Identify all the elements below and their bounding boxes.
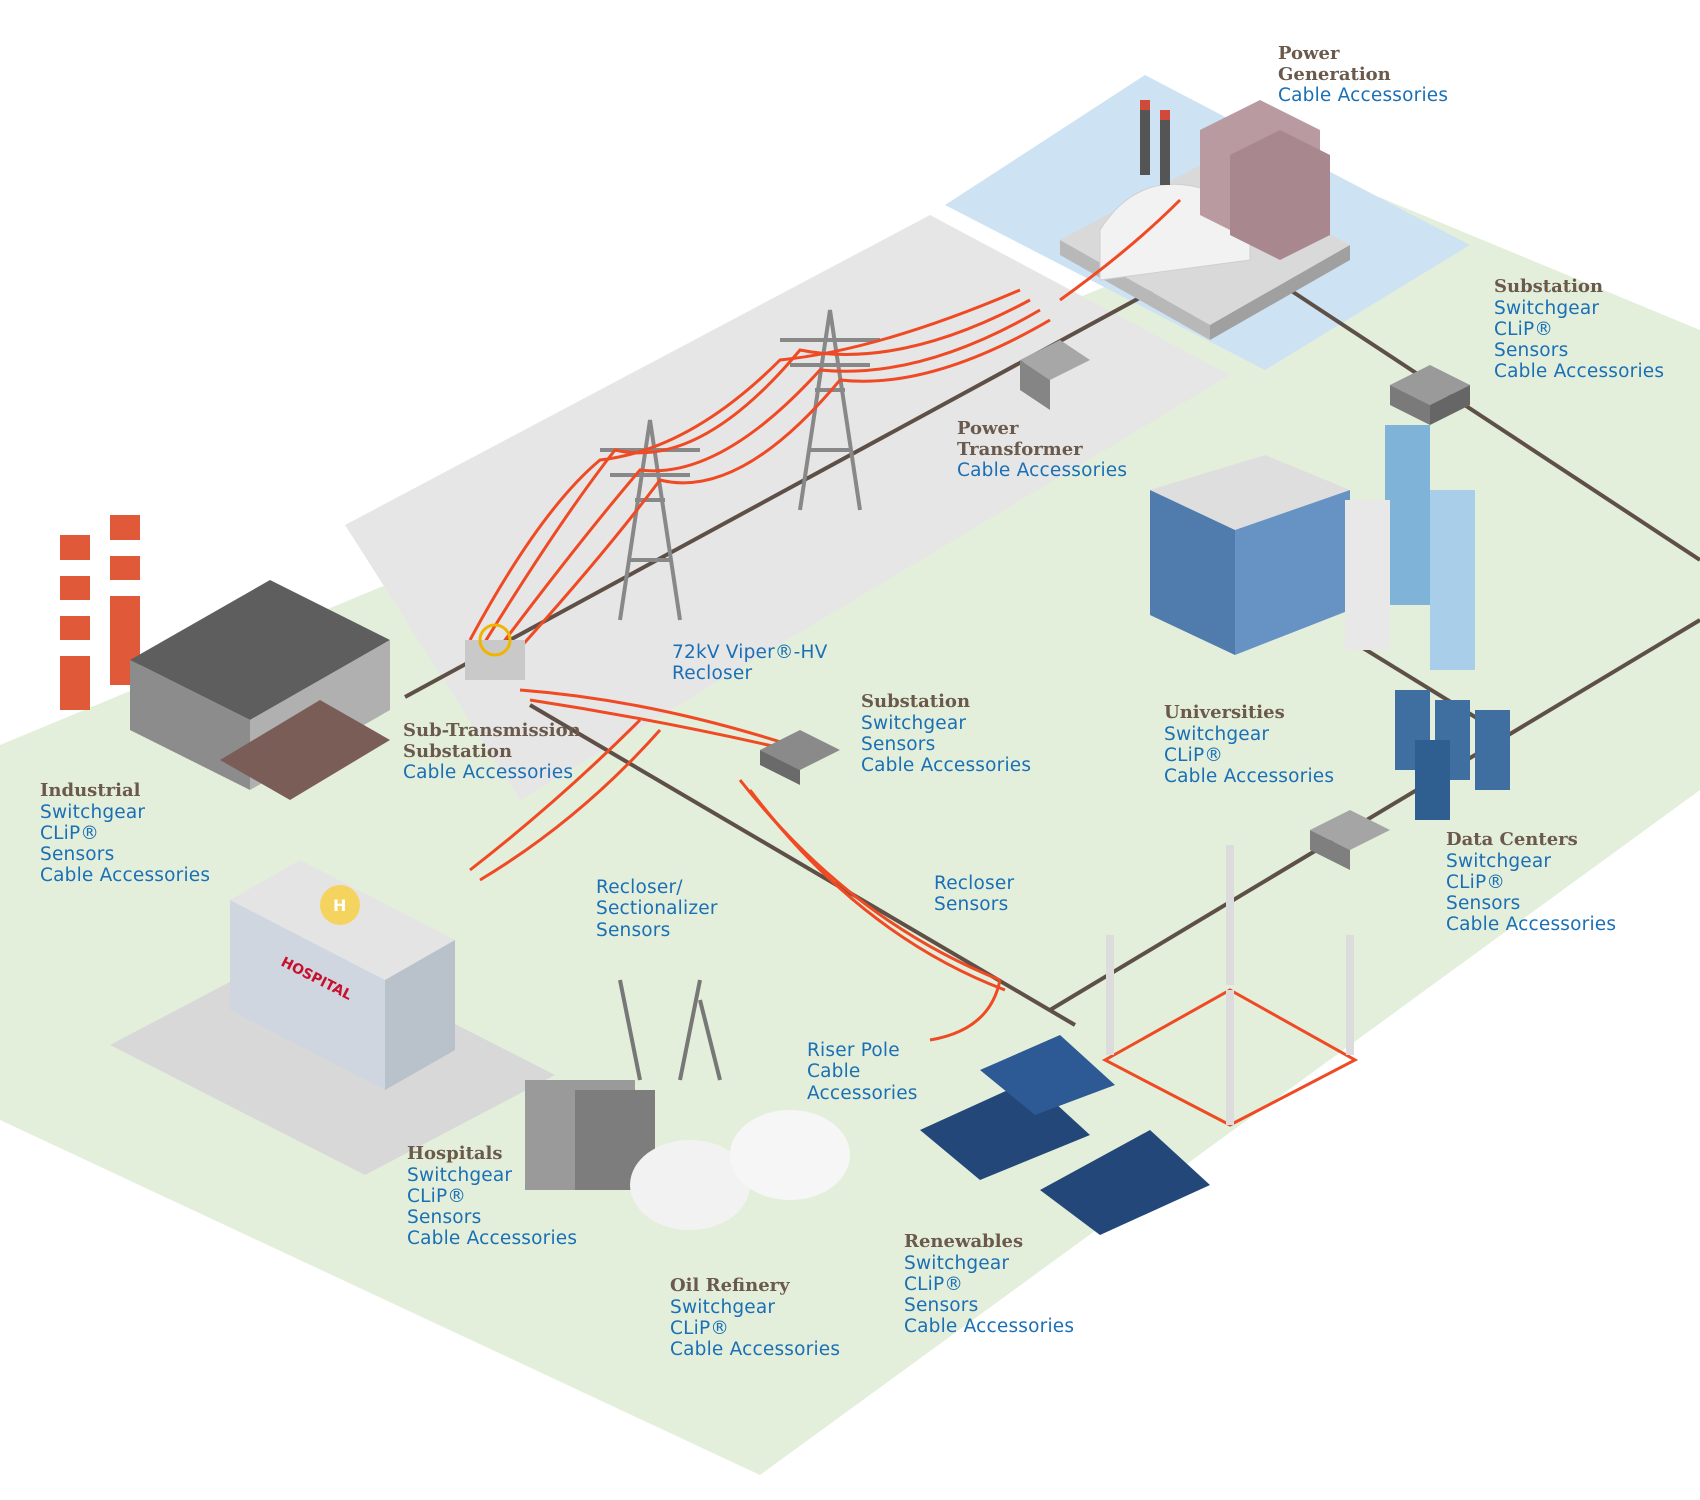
hospitals-item-3: Sensors [407, 1207, 482, 1229]
label-data-centers: Data Centers Switchgear CLiP® Sensors Ca… [1446, 829, 1617, 936]
substation-top-item-1: Switchgear [1494, 297, 1600, 319]
hospitals-item-4: Cable Accessories [407, 1228, 578, 1250]
label-oil-refinery: Oil Refinery Switchgear CLiP® Cable Acce… [670, 1275, 841, 1361]
oil-refinery-item-1: Switchgear [670, 1296, 776, 1318]
sub-transmission-title-1: Sub-Transmission [403, 720, 581, 741]
riser-pole-item-3: Accessories [807, 1082, 918, 1104]
data-center-racks [1395, 690, 1510, 820]
renewables-item-1: Switchgear [904, 1252, 1010, 1274]
hospitals-item-1: Switchgear [407, 1164, 513, 1186]
label-recloser-sensors: Recloser Sensors [934, 873, 1014, 916]
power-transformer-item-1: Cable Accessories [957, 460, 1128, 482]
recloser-sectionalizer-item-2: Sectionalizer [596, 898, 718, 920]
substation-mid-item-2: Sensors [861, 733, 936, 755]
substation-top-item-4: Cable Accessories [1494, 361, 1665, 383]
substation-datacenter-box [1310, 810, 1390, 870]
university-buildings [1150, 425, 1475, 670]
substation-top-box [1390, 365, 1470, 425]
data-centers-item-1: Switchgear [1446, 850, 1552, 872]
universities-item-2: CLiP® [1164, 744, 1224, 766]
label-sub-transmission: Sub-Transmission Substation Cable Access… [403, 720, 581, 784]
universities-title: Universities [1164, 702, 1285, 723]
viper-recloser-item-2: Recloser [672, 663, 753, 685]
industrial-item-1: Switchgear [40, 801, 146, 823]
label-power-generation: Power Generation Cable Accessories [1278, 43, 1449, 107]
substation-top-title: Substation [1494, 276, 1604, 297]
label-universities: Universities Switchgear CLiP® Cable Acce… [1164, 702, 1335, 788]
substation-mid-title: Substation [861, 691, 971, 712]
data-centers-item-3: Sensors [1446, 893, 1521, 915]
wind-turbines [1106, 845, 1354, 1125]
recloser-sensors-item-2: Sensors [934, 894, 1009, 916]
hospital-building: H HOSPITAL [110, 860, 555, 1175]
label-riser-pole: Riser Pole Cable Accessories [807, 1040, 918, 1104]
oil-refinery-item-2: CLiP® [670, 1317, 730, 1339]
renewables-item-4: Cable Accessories [904, 1316, 1075, 1338]
hospitals-item-2: CLiP® [407, 1185, 467, 1207]
power-generation-item-1: Cable Accessories [1278, 85, 1449, 107]
data-centers-item-2: CLiP® [1446, 871, 1506, 893]
power-generation-title-2: Generation [1278, 63, 1391, 85]
universities-item-3: Cable Accessories [1164, 766, 1335, 788]
label-renewables: Renewables Switchgear CLiP® Sensors Cabl… [904, 1231, 1075, 1338]
viper-recloser-item-1: 72kV Viper®-HV [672, 642, 828, 663]
recloser-sectionalizer-item-1: Recloser/ [596, 877, 683, 898]
industrial-item-4: Cable Accessories [40, 865, 211, 887]
label-substation-top: Substation Switchgear CLiP® Sensors Cabl… [1494, 276, 1665, 383]
sub-transmission-title-2: Substation [403, 740, 513, 762]
substation-mid-item-1: Switchgear [861, 712, 967, 734]
recloser-sensors-item-1: Recloser [934, 873, 1015, 894]
substation-mid-item-3: Cable Accessories [861, 755, 1032, 777]
recloser-sectionalizer-item-3: Sensors [596, 919, 671, 941]
renewables-title: Renewables [904, 1231, 1024, 1252]
power-transformer-title-1: Power [957, 418, 1019, 439]
ground-grey-corridor [345, 215, 1230, 800]
label-power-transformer: Power Transformer Cable Accessories [957, 418, 1128, 482]
riser-pole-item-1: Riser Pole [807, 1040, 900, 1061]
solar-panels [920, 1035, 1210, 1235]
label-substation-mid: Substation Switchgear Sensors Cable Acce… [861, 691, 1032, 777]
sub-transmission-item-1: Cable Accessories [403, 762, 574, 784]
data-centers-item-4: Cable Accessories [1446, 914, 1617, 936]
power-generation-plant [1060, 100, 1350, 340]
wind-farm-cable-grid [1101, 988, 1359, 1127]
helipad-letter: H [333, 896, 346, 915]
substation-top-item-2: CLiP® [1494, 318, 1554, 340]
label-recloser-sectionalizer: Recloser/ Sectionalizer Sensors [596, 877, 718, 941]
substation-top-item-3: Sensors [1494, 340, 1569, 362]
universities-item-1: Switchgear [1164, 723, 1270, 745]
renewables-item-3: Sensors [904, 1295, 979, 1317]
oil-refinery-title: Oil Refinery [670, 1275, 790, 1296]
oil-refinery [525, 979, 850, 1230]
industrial-item-3: Sensors [40, 844, 115, 866]
power-generation-title-1: Power [1278, 43, 1340, 64]
substation-equipment [465, 340, 1470, 870]
label-viper-recloser: 72kV Viper®-HV Recloser [672, 642, 827, 685]
renewables-item-2: CLiP® [904, 1273, 964, 1295]
orange-cables [468, 198, 1182, 1042]
substation-mid-box [760, 730, 840, 785]
industrial-facility [60, 515, 390, 800]
power-transformer-title-2: Transformer [957, 438, 1083, 460]
oil-refinery-item-3: Cable Accessories [670, 1339, 841, 1361]
riser-pole-item-2: Cable [807, 1061, 861, 1083]
label-industrial: Industrial Switchgear CLiP® Sensors Cabl… [40, 780, 211, 887]
label-hospitals: Hospitals Switchgear CLiP® Sensors Cable… [407, 1143, 578, 1250]
power-transformer-unit [1020, 340, 1090, 410]
hospitals-title: Hospitals [407, 1143, 503, 1164]
data-centers-title: Data Centers [1446, 829, 1578, 850]
sub-transmission-recloser [465, 623, 525, 680]
industrial-title: Industrial [40, 780, 141, 801]
industrial-item-2: CLiP® [40, 822, 100, 844]
